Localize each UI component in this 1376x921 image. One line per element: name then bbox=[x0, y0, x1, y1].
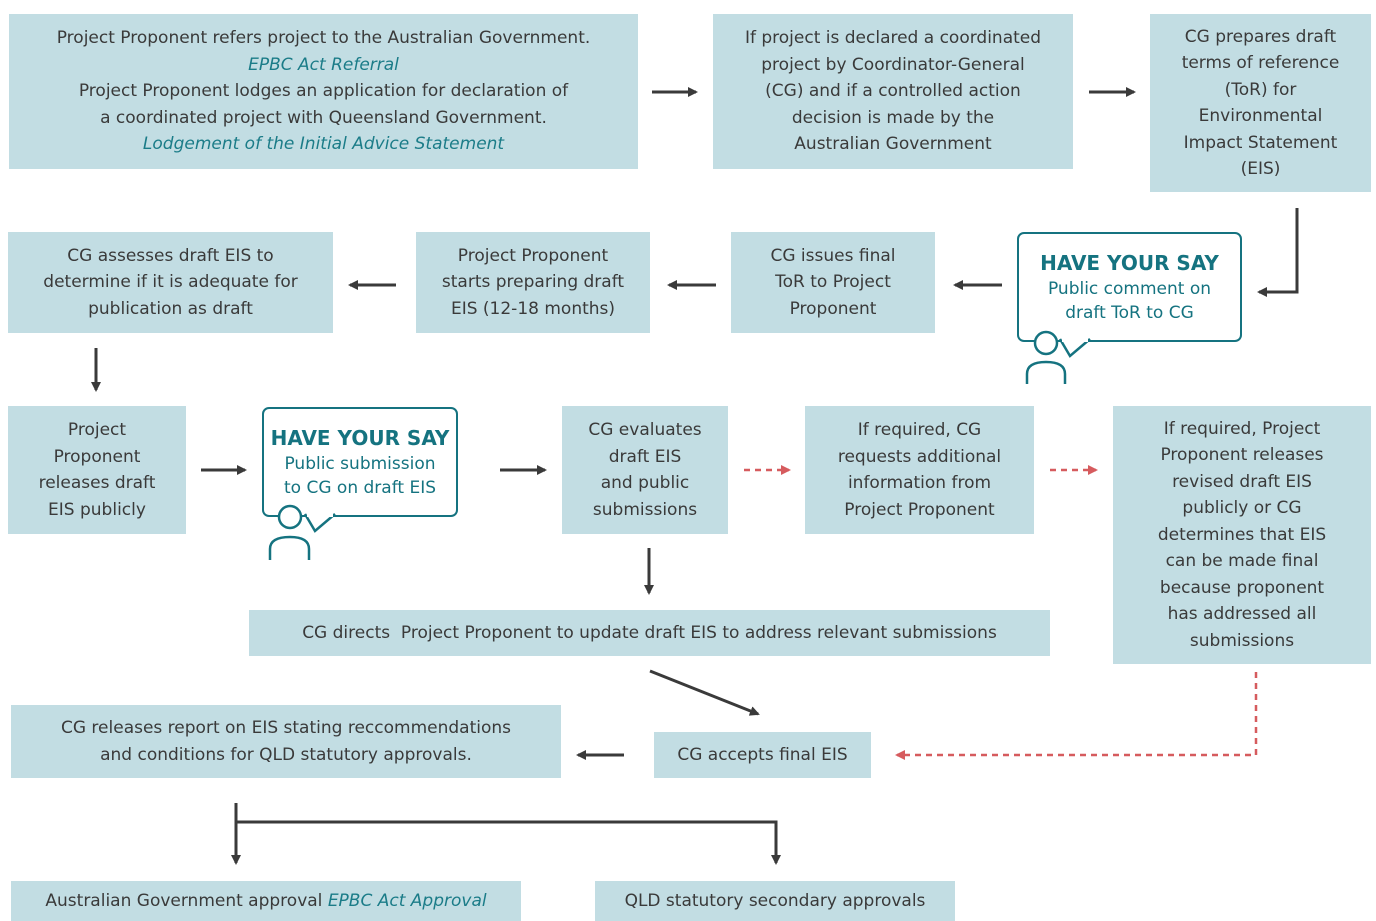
arrow-directs-to-accepts bbox=[649, 669, 760, 716]
have-your-say-body: Public submission bbox=[284, 454, 436, 474]
revised-line: revised draft EIS bbox=[1172, 471, 1312, 492]
referral-line-1: Project Proponent refers project to the … bbox=[56, 28, 591, 49]
evaluates-line: CG evaluates bbox=[588, 420, 702, 440]
draft-tor-line: terms of reference bbox=[1181, 53, 1340, 73]
preparing-line: starts preparing draft bbox=[441, 272, 625, 293]
additional-info-line: If required, CG bbox=[857, 420, 982, 440]
draft-tor-line: CG prepares draft bbox=[1184, 26, 1337, 47]
assesses-line: publication as draft bbox=[88, 298, 253, 319]
box-releases: Project Proponent releases draft EIS pub… bbox=[8, 406, 186, 534]
releases-line: EIS publicly bbox=[48, 499, 146, 520]
declared-line: decision is made by the bbox=[791, 107, 995, 128]
additional-info-line: requests additional bbox=[837, 446, 1002, 467]
box-final-tor: CG issues final ToR to Project Proponent bbox=[731, 232, 935, 333]
final-tor-line: ToR to Project bbox=[775, 272, 891, 293]
report-line: CG releases report on EIS stating reccom… bbox=[60, 718, 511, 738]
declared-line: If project is declared a coordinated bbox=[744, 28, 1042, 49]
declared-line: Australian Government bbox=[794, 134, 992, 155]
referral-ias-label: Lodgement of the Initial Advice Statemen… bbox=[142, 134, 505, 155]
box-accepts: CG accepts final EIS bbox=[654, 732, 871, 778]
aus-approval-italic: EPBC Act Approval bbox=[327, 890, 487, 911]
draft-tor-line: (ToR) for bbox=[1224, 79, 1297, 100]
preparing-line: Project Proponent bbox=[457, 245, 609, 266]
box-report: CG releases report on EIS stating reccom… bbox=[11, 705, 561, 778]
arrow-report-to-qld-approvals bbox=[236, 820, 781, 865]
have-your-say-eis: HAVE YOUR SAY Public submission to CG on… bbox=[262, 407, 458, 517]
box-declared: If project is declared a coordinated pro… bbox=[713, 14, 1073, 169]
aus-approval-text: Australian Government approval bbox=[45, 890, 323, 911]
draft-tor-line: Environmental bbox=[1198, 106, 1323, 126]
revised-line: because proponent bbox=[1159, 577, 1325, 598]
declared-line: (CG) and if a controlled action bbox=[765, 81, 1021, 102]
referral-line-3: Project Proponent lodges an application … bbox=[78, 81, 569, 102]
evaluates-line: draft EIS bbox=[608, 446, 682, 467]
arrow-revised-to-accepts bbox=[895, 672, 1258, 760]
revised-line: has addressed all bbox=[1167, 604, 1317, 625]
referral-epbc-label: EPBC Act Referral bbox=[248, 54, 399, 75]
box-qld-approvals: QLD statutory secondary approvals bbox=[595, 881, 955, 921]
box-referral: Project Proponent refers project to the … bbox=[9, 14, 638, 169]
declared-line: project by Coordinator-General bbox=[761, 54, 1025, 75]
final-tor-line: CG issues final bbox=[770, 245, 896, 266]
evaluates-line: and public bbox=[600, 473, 690, 493]
additional-info-line: Project Proponent bbox=[844, 499, 995, 520]
revised-line: Proponent releases bbox=[1160, 445, 1324, 466]
box-preparing: Project Proponent starts preparing draft… bbox=[416, 232, 650, 333]
box-revised: If required, Project Proponent releases … bbox=[1113, 406, 1371, 664]
box-additional-info: If required, CG requests additional info… bbox=[805, 406, 1034, 534]
revised-line: publicly or CG bbox=[1182, 498, 1302, 519]
revised-line: submissions bbox=[1189, 630, 1295, 651]
assesses-line: determine if it is adequate for bbox=[43, 272, 298, 293]
revised-line: determines that EIS bbox=[1157, 524, 1327, 545]
releases-line: releases draft bbox=[38, 473, 156, 493]
have-your-say-body: to CG on draft EIS bbox=[284, 478, 436, 498]
have-your-say-heading: HAVE YOUR SAY bbox=[1040, 251, 1219, 275]
preparing-line: EIS (12-18 months) bbox=[450, 298, 616, 319]
box-aus-approval: Australian Government approval EPBC Act … bbox=[11, 881, 521, 921]
revised-line: If required, Project bbox=[1163, 418, 1321, 439]
directs-text: CG directs Project Proponent to update d… bbox=[302, 622, 997, 643]
releases-line: Proponent bbox=[53, 446, 141, 467]
final-tor-line: Proponent bbox=[789, 298, 877, 319]
have-your-say-body: draft ToR to CG bbox=[1065, 303, 1194, 323]
additional-info-line: information from bbox=[847, 473, 992, 493]
accepts-text: CG accepts final EIS bbox=[677, 744, 848, 765]
arrow-draft-tor-to-have-your-say bbox=[1257, 208, 1299, 297]
releases-line: Project bbox=[67, 420, 127, 440]
evaluates-line: submissions bbox=[592, 499, 698, 520]
have-your-say-heading: HAVE YOUR SAY bbox=[270, 426, 450, 450]
box-directs: CG directs Project Proponent to update d… bbox=[249, 610, 1050, 656]
box-evaluates: CG evaluates draft EIS and public submis… bbox=[562, 406, 728, 534]
assesses-line: CG assesses draft EIS to bbox=[67, 245, 274, 266]
draft-tor-line: (EIS) bbox=[1240, 159, 1281, 179]
have-your-say-body: Public comment on bbox=[1047, 279, 1212, 299]
report-line: and conditions for QLD statutory approva… bbox=[100, 744, 472, 765]
aus-approval-line: Australian Government approval EPBC Act … bbox=[45, 888, 486, 915]
revised-line: can be made final bbox=[1165, 551, 1319, 572]
have-your-say-tor: HAVE YOUR SAY Public comment on draft To… bbox=[1017, 232, 1242, 342]
qld-approvals-text: QLD statutory secondary approvals bbox=[624, 890, 926, 911]
draft-tor-line: Impact Statement bbox=[1183, 132, 1338, 153]
referral-line-4: a coordinated project with Queensland Go… bbox=[100, 107, 547, 128]
box-draft-tor: CG prepares draft terms of reference (To… bbox=[1150, 14, 1371, 192]
box-assesses: CG assesses draft EIS to determine if it… bbox=[8, 232, 333, 333]
